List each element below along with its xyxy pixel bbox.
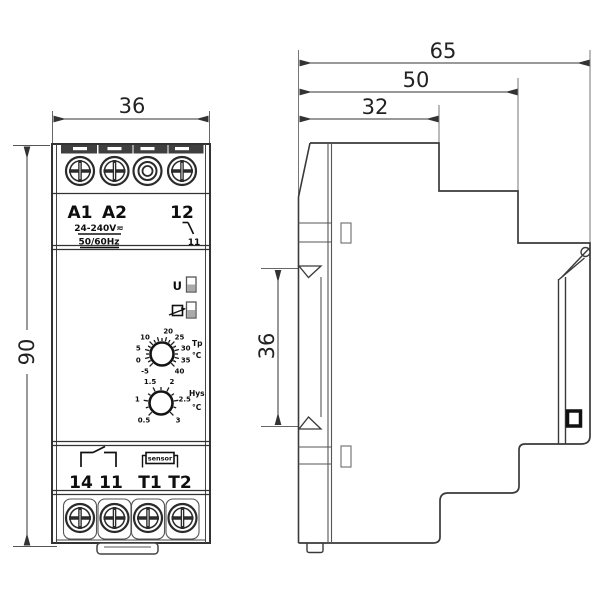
scale-value: 10: [140, 334, 150, 342]
phillips-screw-icon: [64, 502, 96, 534]
front-width-dimension: [52, 111, 210, 149]
side-front-face: [297, 142, 311, 543]
hysteresis-dial-name: Hys: [189, 389, 205, 398]
terminal-label-12: 12: [170, 203, 194, 223]
voltage-rating-label: 24-240V≂: [74, 224, 124, 234]
scale-value: 35: [181, 357, 191, 365]
setpoint-dial-unit: °C: [192, 351, 202, 360]
panel-separators: [53, 192, 209, 496]
hysteresis-dial-unit: °C: [192, 403, 202, 412]
dim-label-mask: [15, 330, 40, 374]
terminal-label-t1: T1: [138, 473, 161, 493]
terminal-label-a2: A2: [102, 203, 127, 223]
phillips-screw-icon: [64, 155, 96, 187]
scale-value: 40: [175, 368, 185, 376]
hysteresis-dial-knob: [148, 390, 174, 416]
sensor-label: sensor: [148, 455, 173, 463]
u-led-indicator: [185, 276, 197, 293]
terminal-label-11: 11: [99, 473, 123, 493]
scale-value: 0: [136, 357, 141, 365]
setpoint-dial-knob: [149, 341, 175, 367]
scale-value: -5: [141, 368, 149, 376]
scale-value: 25: [175, 334, 185, 342]
side-recess-dimension: [261, 268, 299, 427]
scale-value: 0.5: [138, 417, 151, 425]
scale-value: 3: [176, 417, 181, 425]
setpoint-dial-ticks: [144, 336, 180, 367]
scale-value: 1: [135, 396, 140, 404]
relay-pin-label: 11: [188, 238, 201, 248]
front-housing-outline: [51, 143, 211, 544]
phillips-screw-icon: [98, 502, 131, 534]
front-bottom-tab: [306, 543, 324, 554]
sensor-symbol: sensor: [141, 451, 179, 468]
scale-value: 2: [169, 378, 174, 386]
phillips-screw-icon: [132, 502, 164, 534]
terminal-label-14: 14: [69, 473, 93, 493]
scale-value: 1.5: [144, 378, 157, 386]
setpoint-dial-scale: -5 0 5 10 20 25 30 35 40: [136, 327, 191, 375]
front-view: A1 A2 12 24-240V≂ 50/60Hz 11 U: [51, 143, 211, 555]
side-housing-outline: [298, 142, 591, 544]
relay-led-indicator: [185, 301, 197, 319]
output-contact-symbol: [182, 221, 195, 235]
front-height-dim-label: 90: [15, 339, 39, 366]
relay-coil-icon: [168, 304, 186, 317]
din-rail-clip: [557, 246, 591, 444]
u-led-label: U: [173, 279, 182, 293]
depth-total-dim-label: 65: [430, 39, 457, 63]
din-clip-foot: [565, 409, 583, 428]
phillips-screw-icon: [166, 155, 198, 187]
scale-value: 5: [136, 344, 141, 352]
scale-value: 20: [163, 327, 173, 335]
terminal-cover-lines: [298, 222, 332, 465]
side-depth-dimensions: [298, 50, 591, 243]
depth-front-dim-label: 32: [362, 95, 389, 119]
hysteresis-dial-scale: 0.5 1 1.5 2 2.5 3: [135, 378, 191, 424]
side-view: [297, 142, 591, 554]
phillips-screw-icon: [166, 502, 199, 534]
mounting-slot-bottom: [340, 445, 352, 468]
recess-notch-top: [297, 265, 323, 279]
frequency-rating-label: 50/60Hz: [78, 238, 119, 248]
relay-contact-symbol: [80, 445, 117, 467]
top-terminal-bars: [61, 145, 204, 154]
hysteresis-dial-ticks: [143, 387, 179, 416]
front-width-dim-label: 36: [119, 94, 146, 118]
recess-dim-label: 36: [255, 333, 279, 360]
setpoint-dial-name: Tp: [192, 339, 203, 348]
scale-value: 30: [181, 344, 191, 352]
terminal-label-t2: T2: [168, 473, 191, 493]
mounting-slot-top: [340, 222, 352, 244]
depth-body-dim-label: 50: [403, 68, 430, 92]
terminal-label-a1: A1: [68, 203, 93, 223]
sensor-box: [145, 451, 175, 465]
phillips-screw-icon: [98, 155, 131, 187]
sensor-socket-icon: [132, 155, 163, 187]
scale-value: 2.5: [178, 396, 191, 404]
recess-notch-bottom: [297, 416, 323, 430]
din-release-tab: [96, 542, 159, 555]
